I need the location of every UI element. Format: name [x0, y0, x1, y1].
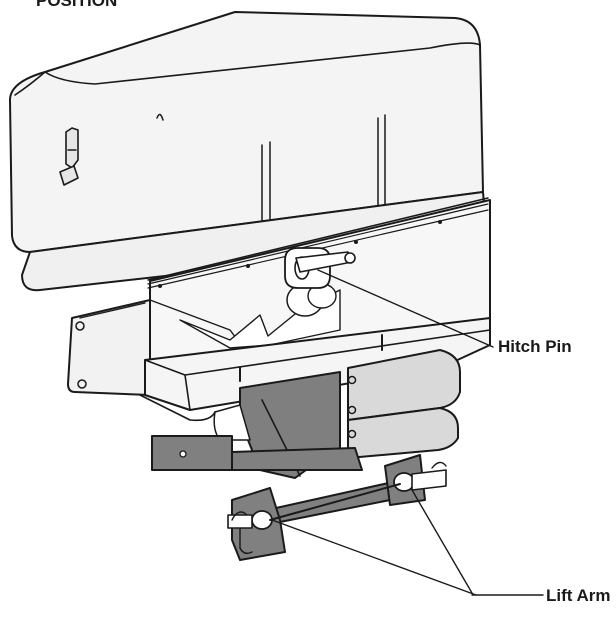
hitch-pin-label: Hitch Pin: [498, 337, 572, 356]
lift-arm-label: Lift Arm: [546, 586, 611, 605]
lift-arm-leader-right: [411, 489, 473, 594]
lift-arm-leader-left: [271, 519, 477, 596]
hopper-cover: [9, 11, 484, 257]
counter-weights: [347, 349, 461, 463]
hopper-interior: [179, 283, 341, 349]
lift-arm-rod: [269, 483, 401, 521]
lift-pin-right-icon: [393, 461, 447, 492]
side-frame: [67, 299, 246, 422]
lift-pin-left-icon: [227, 510, 273, 530]
section-title: POSITION: [36, 0, 118, 10]
hitch-pin-icon: [284, 247, 356, 289]
hitch-pin-leader: [317, 269, 494, 348]
cover-latch-icon: [59, 127, 79, 186]
